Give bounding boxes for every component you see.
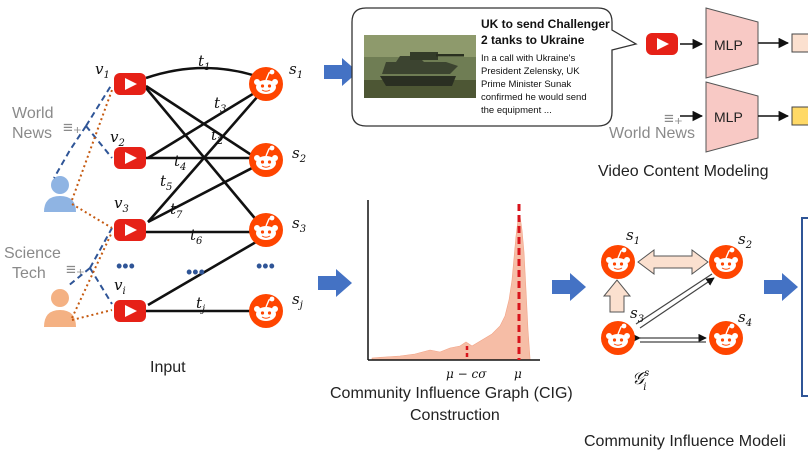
news-body-line2: President Zelensky, UK xyxy=(481,66,580,77)
label-s2: s2 xyxy=(292,144,306,165)
reddit-icon xyxy=(248,142,284,178)
youtube-icon xyxy=(114,147,146,169)
reddit-icon xyxy=(248,293,284,329)
label-sj: sj xyxy=(292,290,303,311)
youtube-icon xyxy=(114,73,146,95)
arrow-right-icon xyxy=(552,273,586,301)
youtube-icon xyxy=(646,33,678,55)
topic-world-line1: World xyxy=(12,105,54,122)
label-cs1: s1 xyxy=(626,226,640,247)
reddit-icon xyxy=(248,212,284,248)
mlp-box-bottom xyxy=(705,81,759,153)
list-plus-icon: ≡₊ xyxy=(66,260,85,279)
label-t7: t7 xyxy=(170,200,183,221)
mlp-label-top: MLP xyxy=(714,37,743,53)
histogram-area xyxy=(371,215,531,361)
news-image xyxy=(364,35,476,98)
news-body-line3: Prime Minister Sunak xyxy=(481,79,572,90)
cig-caption-line2: Construction xyxy=(410,407,500,424)
mlp-label-bottom: MLP xyxy=(714,109,743,125)
news-body-line4: confirmed he would send xyxy=(481,92,587,103)
youtube-icon xyxy=(114,300,146,322)
ellipsis: ••• xyxy=(256,256,275,276)
arrow-right-icon xyxy=(318,269,352,297)
video-content-panel: UK to send Challenger 2 tanks to Ukraine… xyxy=(324,7,808,180)
edge-v2-s1 xyxy=(147,90,257,160)
cig-caption-line1: Community Influence Graph (CIG) xyxy=(330,385,573,402)
topic-science-line1: Science xyxy=(4,245,61,262)
community-caption: Community Influence Modeli xyxy=(584,433,786,450)
label-vi: vi xyxy=(114,276,126,297)
edge-vi-s3 xyxy=(147,240,257,307)
label-t1: t1 xyxy=(198,52,210,73)
topic-science-line2: Tech xyxy=(12,265,46,282)
video-content-caption: Video Content Modeling xyxy=(598,163,769,180)
cig-panel: μ − cσ μ Community Influence Graph (CIG)… xyxy=(318,200,573,424)
input-caption: Input xyxy=(150,359,186,376)
edge-v1-s1 xyxy=(145,66,263,80)
mlp-box-top xyxy=(705,7,759,79)
edge-v1-s3 xyxy=(145,87,259,223)
bipartite-edges xyxy=(145,66,263,313)
edge-s3-s2 xyxy=(635,273,713,325)
embedding-box-top xyxy=(791,33,808,53)
label-s3: s3 xyxy=(292,214,306,235)
label-t2: t2 xyxy=(211,126,223,147)
user-icon-blue xyxy=(44,176,76,212)
news-body-line5: the equipment ... xyxy=(481,105,552,116)
label-tj: tj xyxy=(196,294,205,315)
threshold-label: μ − cσ xyxy=(446,367,487,381)
world-news-label: World News xyxy=(609,125,695,142)
reddit-icon xyxy=(708,320,744,356)
news-title-line1: UK to send Challenger xyxy=(481,17,610,31)
reddit-icon xyxy=(600,244,636,280)
input-panel: World News ≡₊ Science Tech ≡₊ xyxy=(4,52,306,376)
label-s1: s1 xyxy=(289,60,303,81)
topic-world-line2: News xyxy=(12,125,52,142)
embedding-box-bottom xyxy=(791,106,808,126)
histogram-chart: μ − cσ μ xyxy=(367,200,540,381)
edge-v3-s2 xyxy=(147,164,257,224)
label-cs3: s3 xyxy=(630,304,644,325)
up-arrow-s3-s1 xyxy=(602,279,632,313)
user-icon-orange xyxy=(44,289,76,327)
list-plus-icon: ≡₊ xyxy=(63,118,82,137)
label-t5: t5 xyxy=(160,172,172,193)
news-body-line1: In a call with Ukraine's xyxy=(481,53,575,64)
edge-v1-s2 xyxy=(145,84,257,160)
list-plus-icon: ≡₊ xyxy=(664,109,683,128)
mu-label: μ xyxy=(514,367,522,381)
topic-links xyxy=(53,83,113,321)
ellipsis: ••• xyxy=(116,256,135,276)
label-t4: t4 xyxy=(174,152,186,173)
edge-v3-s1 xyxy=(147,95,259,223)
label-t6: t6 xyxy=(190,226,203,247)
youtube-icon xyxy=(114,219,146,241)
label-v3: v3 xyxy=(114,194,129,215)
output-box-edge xyxy=(801,217,808,397)
bidirectional-arrow-s1-s2 xyxy=(637,249,709,275)
reddit-icon xyxy=(600,320,636,356)
label-v2: v2 xyxy=(110,128,125,149)
reddit-icon xyxy=(248,66,284,102)
reddit-icon xyxy=(708,244,744,280)
label-cs2: s2 xyxy=(738,230,752,251)
news-title-line2: 2 tanks to Ukraine xyxy=(481,33,585,47)
label-cs4: s4 xyxy=(738,308,752,329)
ellipsis: ••• xyxy=(186,262,205,282)
label-t3: t3 xyxy=(214,94,226,115)
arrow-right-icon xyxy=(764,273,798,301)
label-v1: v1 xyxy=(95,60,110,81)
